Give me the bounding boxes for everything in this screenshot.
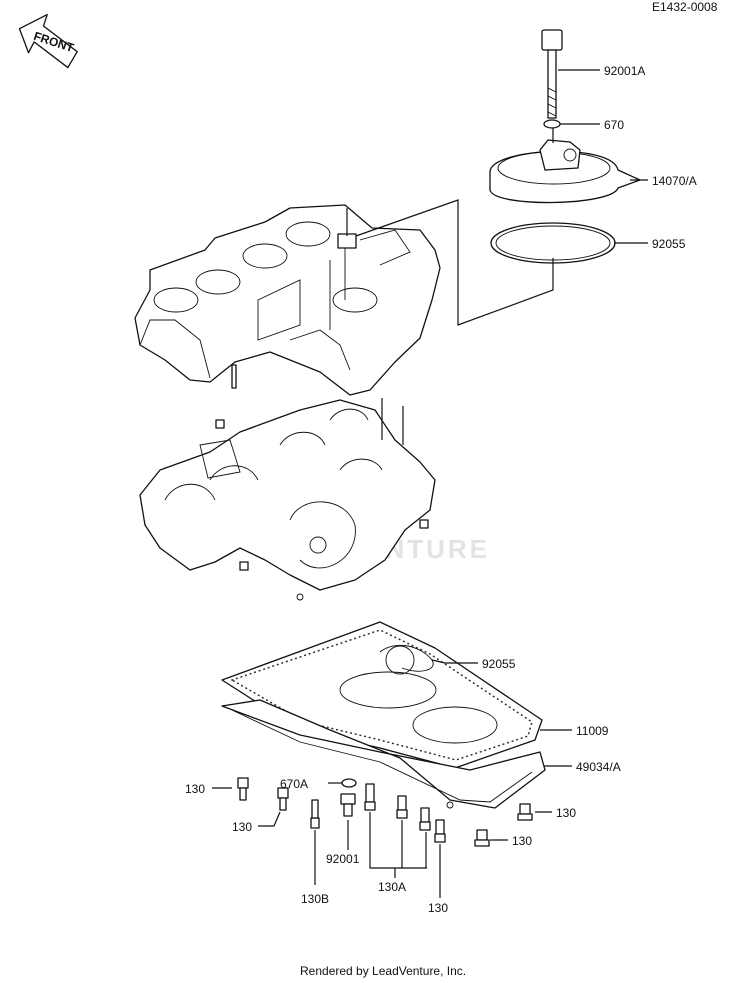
callout-130b: 130B [301,892,329,906]
washer-670 [543,119,561,129]
upper-crankcase [134,204,441,396]
bolt-130-right-1 [517,803,533,821]
callout-92055-mid: 92055 [482,657,516,671]
callout-130a: 130A [378,880,406,894]
callout-130-a: 130 [185,782,205,796]
bolt-130b [310,799,320,829]
washer-670a [341,778,357,788]
callout-130-d: 130 [512,834,532,848]
callout-130-c: 130 [556,806,576,820]
diagram-id: E1432-0008 [652,0,718,14]
filter-cover-14070a [489,139,641,204]
callout-670: 670 [604,118,624,132]
top-bolt-92001a [541,29,563,119]
leader-lines [212,69,648,898]
callout-11009: 11009 [576,724,609,738]
oil-pan-49034a [221,699,546,809]
bolt-130-right-2 [474,829,490,847]
callout-670a: 670A [280,777,308,791]
callout-92001: 92001 [326,852,360,866]
drain-plug-92001 [340,793,356,817]
gasket-11009 [221,621,543,769]
bolt-130-left-mid [277,787,289,811]
lower-crankcase [139,398,436,601]
bolt-130a-3 [419,807,431,831]
callout-92055-top: 92055 [652,237,686,251]
callout-130-e: 130 [428,901,448,915]
callout-49034a: 49034/A [576,760,621,774]
callout-92001a: 92001A [604,64,645,78]
bolt-130a-1 [364,783,376,811]
o-ring-92055-top [490,222,616,264]
bolt-130-left-top [237,777,249,801]
footer-credit: Rendered by LeadVenture, Inc. [300,964,466,978]
callout-130-b: 130 [232,820,252,834]
callout-14070a: 14070/A [652,174,697,188]
front-arrow-icon: FRONT [18,13,78,69]
bolt-130a-2 [396,795,408,819]
bolt-130-bottom [434,819,446,843]
